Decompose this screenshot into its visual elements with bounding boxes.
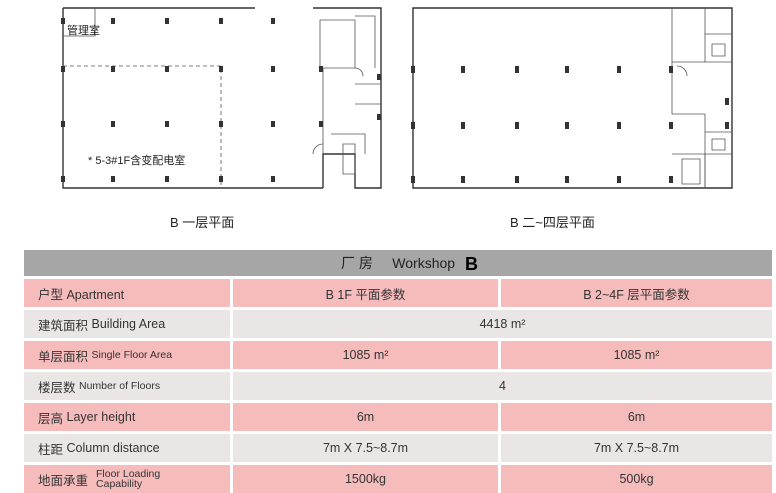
- label-en: Number of Floors: [79, 380, 161, 392]
- workshop-spec-table: 厂 房 Workshop B 户型 Apartment B 1F 平面参数 B …: [24, 250, 772, 493]
- row-layer-height: 层高 Layer height 6m 6m: [24, 403, 772, 431]
- label-en: Layer height: [66, 410, 136, 424]
- plan-caption-2-4f: B 二~四层平面: [510, 215, 595, 230]
- row-single-floor-area: 单层面积 Single Floor Area 1085 m² 1085 m²: [24, 341, 772, 369]
- label-cn: 地面承重: [38, 473, 89, 488]
- plan-caption-1f: B 一层平面: [170, 215, 235, 230]
- row-label: 层高 Layer height: [24, 403, 230, 431]
- header-col-1f: B 1F 平面参数: [233, 279, 498, 307]
- header-col-2-4f: B 2~4F 层平面参数: [501, 279, 772, 307]
- label-cn: 层高: [38, 411, 64, 426]
- label-en: Building Area: [91, 317, 166, 331]
- label-en: Column distance: [66, 441, 160, 455]
- label-en-line1: Floor Loading: [96, 468, 161, 480]
- label-cn: 单层面积: [38, 349, 89, 364]
- row-column-distance: 柱距 Column distance 7m X 7.5~8.7m 7m X 7.…: [24, 434, 772, 462]
- single-floor-2-4f: 1085 m²: [501, 341, 772, 369]
- floors-value: 4: [233, 372, 772, 400]
- header-label: 户型 Apartment: [24, 279, 230, 307]
- row-label: 地面承重 Floor Loading Capability: [24, 465, 230, 493]
- row-label: 楼层数 Number of Floors: [24, 372, 230, 400]
- label-cn: 楼层数: [38, 380, 76, 395]
- floor-loading-1f: 1500kg: [233, 465, 498, 493]
- layer-height-2-4f: 6m: [501, 403, 772, 431]
- label-en: Single Floor Area: [91, 349, 173, 361]
- label-en-stack: Floor Loading Capability: [96, 468, 161, 490]
- single-floor-1f: 1085 m²: [233, 341, 498, 369]
- column-distance-2-4f: 7m X 7.5~8.7m: [501, 434, 772, 462]
- row-label: 单层面积 Single Floor Area: [24, 341, 230, 369]
- table-title-bar: 厂 房 Workshop B: [24, 250, 772, 276]
- column-distance-1f: 7m X 7.5~8.7m: [233, 434, 498, 462]
- floor-plan-2-4f: [411, 7, 733, 189]
- label-en-line2: Capability: [96, 478, 143, 490]
- row-floor-loading: 地面承重 Floor Loading Capability 1500kg 500…: [24, 465, 772, 493]
- table-title-en: Workshop: [392, 255, 456, 271]
- row-number-of-floors: 楼层数 Number of Floors 4: [24, 372, 772, 400]
- row-label: 建筑面积 Building Area: [24, 310, 230, 338]
- table-header-row: 户型 Apartment B 1F 平面参数 B 2~4F 层平面参数: [24, 279, 772, 307]
- plan-note: * 5-3#1F含变配电室: [88, 155, 186, 167]
- row-label: 柱距 Column distance: [24, 434, 230, 462]
- table-title-letter: B: [465, 254, 478, 274]
- building-area-value: 4418 m²: [233, 310, 772, 338]
- layer-height-1f: 6m: [233, 403, 498, 431]
- label-cn: 柱距: [38, 442, 64, 457]
- label-cn: 建筑面积: [38, 318, 89, 333]
- plan-room-label: 管理室: [67, 25, 100, 37]
- floor-loading-2-4f: 500kg: [501, 465, 772, 493]
- floor-plan-1f: [61, 7, 382, 189]
- row-building-area: 建筑面积 Building Area 4418 m²: [24, 310, 772, 338]
- table-title-cn: 厂 房: [340, 255, 373, 271]
